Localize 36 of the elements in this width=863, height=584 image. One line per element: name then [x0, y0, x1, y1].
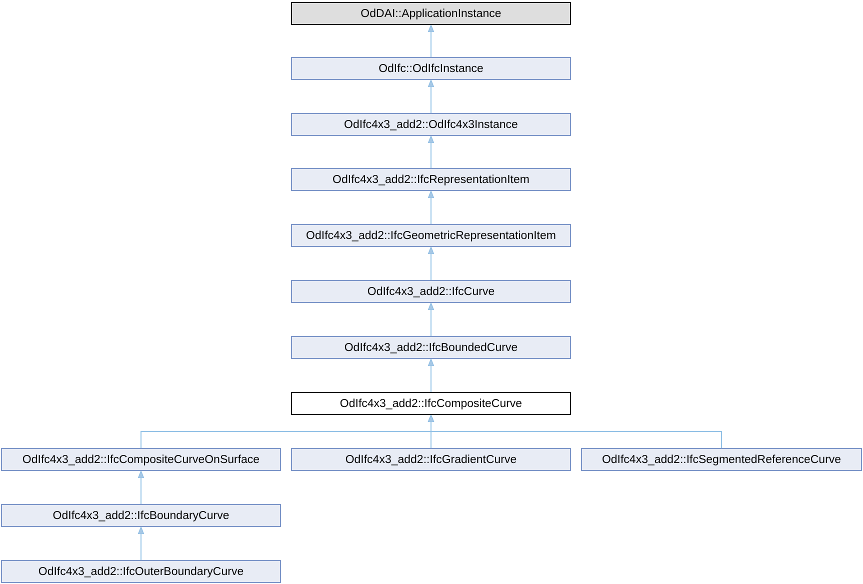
class-box [291, 113, 571, 136]
inheritance-arrow [428, 190, 434, 224]
class-name: OdIfc4x3_add2::IfcCompositeCurve [340, 398, 522, 410]
class-box [291, 336, 571, 359]
inheritance-arrow [428, 80, 434, 114]
class-box [1, 504, 281, 527]
class-box [291, 2, 571, 25]
inheritance-arrow [138, 526, 144, 560]
class-name: OdIfc4x3_add2::IfcSegmentedReferenceCurve [602, 454, 842, 466]
class-name: OdIfc4x3_add2::IfcBoundaryCurve [52, 510, 230, 522]
inheritance-arrow [428, 302, 434, 336]
class-box [291, 168, 571, 191]
inheritance-arrow [428, 358, 434, 392]
inheritance-arrow [428, 136, 434, 168]
inheritance-arrow [428, 414, 722, 448]
class-box [1, 448, 281, 471]
class-box [581, 448, 862, 471]
class-name: OdIfc4x3_add2::IfcOuterBoundaryCurve [38, 566, 244, 578]
inheritance-arrow [428, 24, 434, 58]
class-name: OdIfc4x3_add2::IfcCurve [367, 286, 495, 298]
inheritance-arrow [138, 470, 144, 504]
class-name: OdIfc4x3_add2::IfcGradientCurve [345, 454, 517, 466]
class-name: OdIfc4x3_add2::IfcCompositeCurveOnSurface [22, 454, 260, 466]
class-name: OdIfc4x3_add2::OdIfc4x3Instance [344, 118, 518, 130]
class-box [1, 560, 281, 583]
inheritance-arrow [428, 246, 434, 280]
class-name: OdIfc4x3_add2::IfcBoundedCurve [344, 342, 518, 354]
class-name: OdDAI::ApplicationInstance [360, 8, 502, 20]
class-box [291, 280, 571, 303]
class-name: OdIfc::OdIfcInstance [378, 62, 484, 74]
class-box [291, 224, 571, 247]
class-name: OdIfc4x3_add2::IfcGeometricRepresentationItem [306, 230, 556, 242]
class-name: OdIfc4x3_add2::IfcRepresentationItem [332, 174, 530, 186]
class-box [291, 392, 571, 415]
class-box [291, 57, 571, 80]
class-box [291, 448, 571, 471]
